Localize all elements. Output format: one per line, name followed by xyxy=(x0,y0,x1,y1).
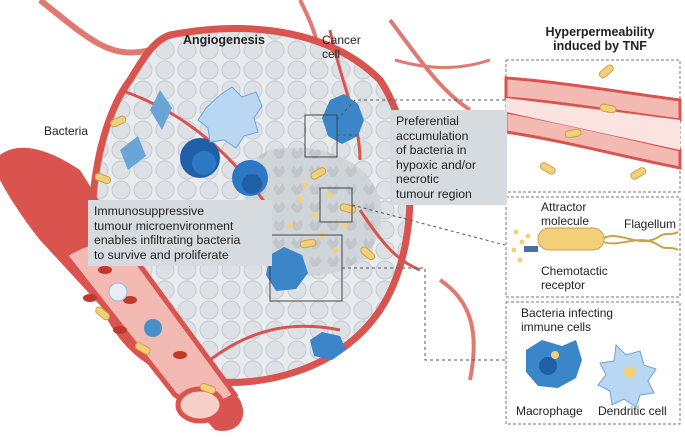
blood-vessel xyxy=(0,147,244,431)
panel-chemotaxis-art xyxy=(505,196,681,298)
macrophage-label: Macrophage xyxy=(516,404,583,418)
immune-cells xyxy=(120,86,364,360)
bacteria-label: Bacteria xyxy=(44,124,89,138)
flagellum-label: Flagellum xyxy=(624,217,677,231)
dendritic-cell-label: Dendritic cell xyxy=(598,404,667,418)
bacteria-infecting-label: Bacteria infecting immune cells xyxy=(521,306,614,334)
connector-lines xyxy=(336,99,506,361)
panel-hyperpermeability-art xyxy=(504,59,682,193)
attractor-molecule-label: Attractor molecule xyxy=(541,200,590,228)
hyperpermeability-title: Hyperpermeability induced by TNF xyxy=(545,25,655,53)
attractor-dots xyxy=(287,182,348,253)
bacteria xyxy=(94,115,376,395)
panel-immune-art xyxy=(505,301,681,425)
background-vessels xyxy=(38,0,491,381)
cancer-cell-label: Cancer cell xyxy=(322,33,361,61)
immunosuppressive-callout: Immunosuppressive tumour microenvironmen… xyxy=(88,200,272,266)
chemotactic-receptor-label: Chemotactic receptor xyxy=(541,264,608,292)
preferential-accumulation-callout: Preferential accumulation of bacteria in… xyxy=(390,110,507,205)
angiogenesis-label: Angiogenesis xyxy=(183,33,265,47)
